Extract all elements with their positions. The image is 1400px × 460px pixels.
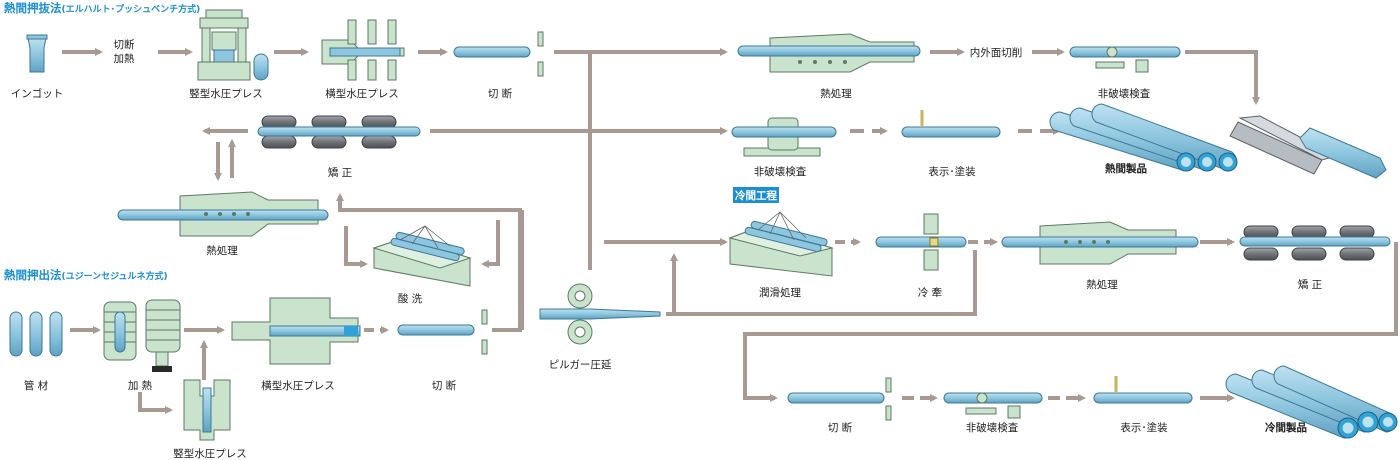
horizontal-press-top	[321, 19, 405, 81]
tube-cut-top	[453, 31, 544, 77]
lubrication-tank	[728, 211, 834, 277]
label-ndt-top: 非破壊検査	[1098, 87, 1151, 100]
label-pickling: 酸 洗	[398, 292, 423, 305]
label-cold-products: 冷間製品	[1265, 421, 1307, 434]
label-vertical-press-bottom: 竪型水圧プレス	[173, 447, 247, 460]
label-ndt-mid: 非破壊検査	[754, 165, 807, 178]
pickling-tank	[372, 225, 472, 287]
svg-text:熱間押出法(ユジーンセジュルネ方式): 熱間押出法(ユジーンセジュルネ方式)	[4, 268, 168, 282]
tube-cut-cold	[787, 377, 892, 421]
svg-text:冷間工程: 冷間工程	[735, 189, 777, 202]
heat-treat-furnace-cold	[1001, 221, 1199, 265]
tube-stock-billets	[9, 311, 63, 357]
svg-text:熱間押抜法(エルハルト･プッシュベンチ方式): 熱間押抜法(エルハルト･プッシュベンチ方式)	[4, 1, 200, 15]
label-ndt-cold: 非破壊検査	[966, 421, 1019, 434]
heat-treat-furnace-top	[737, 33, 921, 73]
flow-arrows	[62, 48, 1398, 414]
label-heat-treat-left: 熱処理	[206, 244, 238, 257]
ndt-station-top	[1069, 46, 1181, 73]
label-heat-treat-cold: 熱処理	[1086, 278, 1118, 291]
vertical-press-bottom	[183, 379, 231, 441]
pilger-mill	[539, 283, 661, 345]
label-tube-stock: 管 材	[24, 379, 49, 392]
section-sejournet-title: 熱間押出法(ユジーンセジュルネ方式)	[4, 268, 168, 282]
label-hot-products: 熱間製品	[1105, 162, 1147, 175]
label-mark-paint-cold: 表示･塗装	[1120, 421, 1168, 434]
label-inner-outer-cut: 内外面切削	[970, 46, 1023, 59]
label-mark-paint-mid: 表示･塗装	[928, 165, 976, 178]
induction-heater	[103, 299, 181, 372]
marking-station-cold	[1093, 376, 1193, 404]
label-horizontal-press-bottom: 横型水圧プレス	[261, 379, 335, 392]
label-horizontal-press-top: 横型水圧プレス	[325, 87, 399, 100]
label-straighten-left: 矯 正	[328, 166, 352, 179]
billet-top	[253, 53, 269, 81]
tube-cut-bottom	[397, 309, 488, 355]
straightening-rolls-left	[257, 115, 421, 149]
ndt-station-mid	[731, 117, 837, 157]
label-lubrication: 潤滑処理	[759, 286, 801, 299]
horizontal-press-bottom	[231, 297, 361, 365]
label-heating: 加 熱	[128, 379, 153, 392]
vertical-press-top	[197, 9, 251, 81]
label-cutting-top: 切 断	[488, 87, 513, 100]
cold-products-pipes	[1225, 365, 1398, 439]
hot-products-pipes	[1049, 103, 1387, 179]
straightening-rolls-cold	[1239, 225, 1391, 261]
cold-draw-bench	[875, 213, 967, 271]
section-ugine-title: 熱間押抜法(エルハルト･プッシュベンチ方式)	[4, 1, 200, 15]
label-heat-treat-top: 熱処理	[820, 87, 852, 100]
label-cutting-cold: 切 断	[828, 421, 853, 434]
label-pilger: ピルガー圧延	[549, 359, 612, 371]
cold-process-badge: 冷間工程	[733, 187, 779, 203]
heat-treat-furnace-left	[117, 191, 329, 237]
label-ingot: インゴット	[11, 87, 64, 100]
ingot	[26, 34, 48, 73]
label-vertical-press-top: 竪型水圧プレス	[189, 87, 263, 100]
label-straighten-cold: 矯 正	[1298, 278, 1322, 291]
marking-station-mid	[901, 110, 1001, 138]
label-cut-heat-2: 加熱	[114, 52, 135, 65]
label-cutting-bottom: 切 断	[432, 379, 457, 392]
ndt-station-cold	[943, 392, 1043, 419]
label-cold-draw: 冷 牽	[918, 286, 942, 299]
label-cut-heat-1: 切断	[114, 38, 135, 51]
